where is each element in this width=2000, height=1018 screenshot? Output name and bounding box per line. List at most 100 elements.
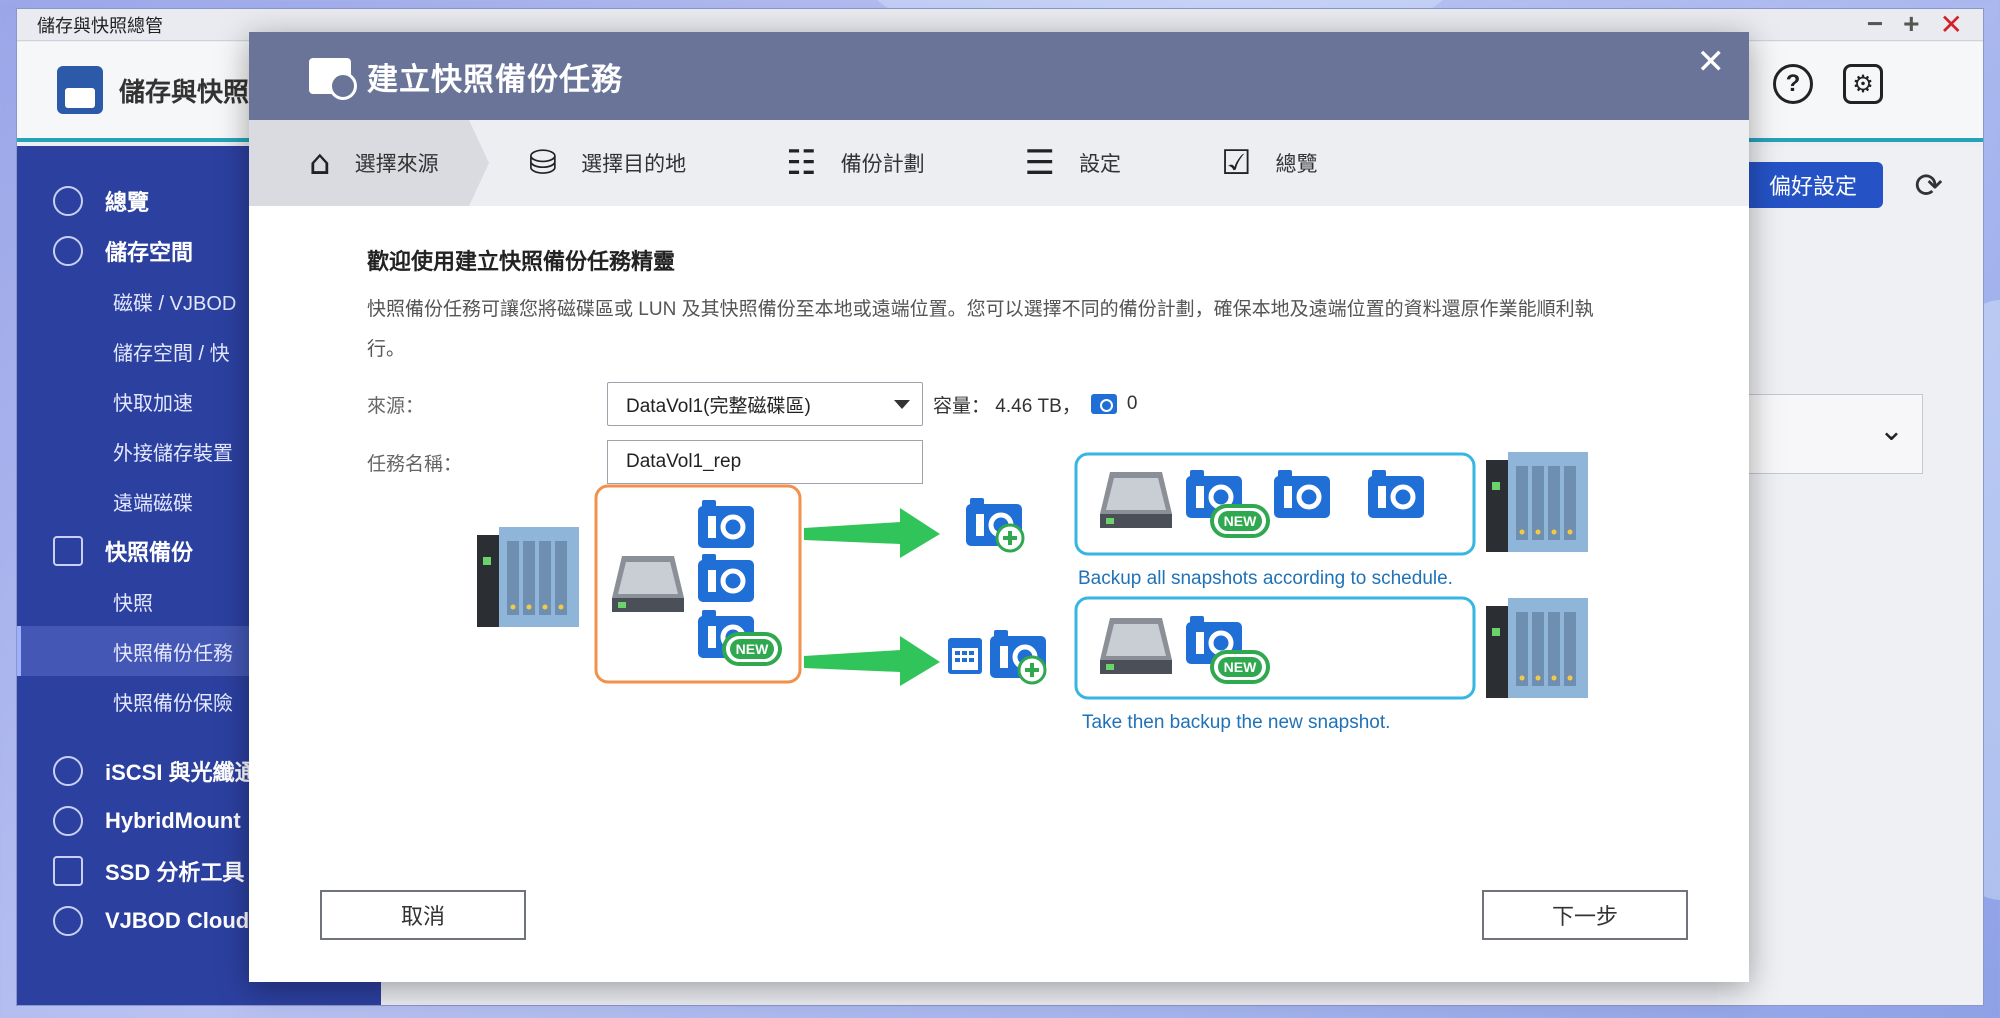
sidebar-sub-item[interactable]: 儲存空間 / 快 bbox=[113, 342, 230, 365]
schedule-list-icon: ☷ bbox=[786, 143, 817, 183]
storage-icon bbox=[53, 236, 83, 266]
sidebar-item-label: 總覽 bbox=[105, 190, 150, 215]
step-select-source: ⌂ 選擇來源 bbox=[249, 120, 489, 206]
source-nas-icon bbox=[477, 527, 579, 627]
new-badge-text: NEW bbox=[1224, 659, 1257, 675]
caret-down-icon bbox=[894, 399, 910, 409]
preferences-button[interactable]: 偏好設定 bbox=[1743, 162, 1883, 208]
dashboard-icon bbox=[53, 186, 83, 216]
chevron-down-icon: ⌄ bbox=[1878, 414, 1904, 447]
maximize-icon[interactable]: + bbox=[1903, 8, 1920, 39]
destination-volume-icon bbox=[1100, 618, 1172, 674]
caption-bottom: Take then backup the new snapshot. bbox=[1082, 712, 1390, 733]
vjbod-cloud-icon bbox=[53, 906, 83, 936]
snapshot-icon bbox=[698, 554, 754, 602]
gear-icon[interactable]: ⚙ bbox=[1843, 64, 1883, 104]
step-label: 總覽 bbox=[1275, 153, 1318, 176]
add-circle-icon bbox=[995, 523, 1025, 553]
step-settings: ☰ 設定 bbox=[965, 120, 1161, 206]
sidebar-item-label: VJBOD Cloud bbox=[105, 908, 250, 933]
snapshot-icon bbox=[53, 536, 83, 566]
destination-nas-icon bbox=[1486, 452, 1588, 552]
sidebar-sub-item[interactable]: 外接儲存裝置 bbox=[113, 442, 233, 465]
new-badge-text: NEW bbox=[736, 641, 769, 657]
sidebar-item-vjbod-cloud[interactable]: VJBOD Cloud bbox=[17, 896, 381, 946]
step-label: 選擇目的地 bbox=[581, 153, 687, 176]
sidebar-item-label: SSD 分析工具 bbox=[105, 860, 245, 885]
modal-title: 建立快照備份任務 bbox=[367, 61, 623, 97]
sidebar-sub-item[interactable]: 遠端磁碟 bbox=[113, 492, 193, 515]
close-icon[interactable]: ✕ bbox=[1696, 43, 1726, 81]
arrow-top-icon bbox=[804, 508, 940, 558]
step-summary: ☑ 總覽 bbox=[1161, 120, 1357, 206]
snapshot-backup-icon bbox=[309, 58, 357, 100]
content-panel: 偏好設定 ⟳ ⌄ bbox=[1713, 146, 1983, 1005]
add-circle-icon bbox=[1017, 655, 1047, 685]
sidebar-sub-item[interactable]: 磁碟 / VJBOD bbox=[113, 292, 237, 315]
snapshot-icon bbox=[1274, 470, 1330, 518]
sidebar-item-iscsi[interactable]: iSCSI 與光纖通 bbox=[17, 746, 381, 796]
help-icon[interactable]: ? bbox=[1773, 64, 1813, 104]
window-controls: − + ✕ bbox=[1867, 8, 1963, 41]
task-name-row: 任務名稱： DataVol1_rep bbox=[367, 440, 1609, 484]
step-label: 選擇來源 bbox=[354, 153, 439, 176]
welcome-description: 快照備份任務可讓您將磁碟區或 LUN 及其快照備份至本地或遠端位置。您可以選擇不… bbox=[367, 299, 1594, 360]
source-volume-icon bbox=[612, 556, 684, 612]
cloud-mount-icon bbox=[53, 806, 83, 836]
step-label: 備份計劃 bbox=[840, 153, 925, 176]
sidebar-item-label: iSCSI 與光纖通 bbox=[105, 760, 257, 785]
new-badge-text: NEW bbox=[1224, 513, 1257, 529]
sidebar-item-snapshot[interactable]: 快照備份 bbox=[17, 526, 381, 576]
step-label: 設定 bbox=[1079, 153, 1122, 176]
source-select[interactable]: DataVol1(完整磁碟區) bbox=[607, 382, 923, 426]
window-title: 儲存與快照總管 bbox=[37, 15, 163, 36]
cancel-button[interactable]: 取消 bbox=[320, 890, 526, 940]
step-select-destination: ⛁ 選擇目的地 bbox=[469, 120, 727, 206]
sidebar-sub-item[interactable]: 快照 bbox=[113, 592, 153, 615]
modal-header: 建立快照備份任務 ✕ bbox=[249, 32, 1749, 120]
source-value: DataVol1(完整磁碟區) bbox=[626, 395, 811, 417]
sidebar-item-hybridmount[interactable]: HybridMount bbox=[17, 796, 381, 846]
arrow-bottom-icon bbox=[804, 636, 940, 686]
backup-diagram: NEW NEW Backup all snapshots according t… bbox=[477, 452, 1588, 733]
snapshot-count: 0 bbox=[1126, 393, 1138, 414]
snapshot-icon bbox=[1368, 470, 1424, 518]
sidebar-item-label: 儲存空間 bbox=[105, 240, 194, 265]
source-row: 來源： DataVol1(完整磁碟區) 容量： 4.46 TB， 0 bbox=[367, 382, 1609, 426]
minimize-icon[interactable]: − bbox=[1866, 8, 1884, 39]
modal-body: 歡迎使用建立快照備份任務精靈 快照備份任務可讓您將磁碟區或 LUN 及其快照備份… bbox=[249, 206, 1749, 484]
ssd-icon bbox=[53, 856, 83, 886]
sidebar-item-label: HybridMount bbox=[105, 808, 241, 833]
calendar-icon bbox=[948, 638, 982, 674]
wizard-steps: ⌂ 選擇來源 ⛁ 選擇目的地 ☷ 備份計劃 ☰ 設定 ☑ 總覽 bbox=[249, 120, 1749, 206]
next-button[interactable]: 下一步 bbox=[1482, 890, 1688, 940]
clipboard-icon: ☑ bbox=[1221, 143, 1252, 183]
drive-icon: ⌂ bbox=[309, 143, 331, 183]
source-label: 來源： bbox=[367, 395, 425, 417]
destination-nas-icon bbox=[1486, 598, 1588, 698]
welcome-title: 歡迎使用建立快照備份任務精靈 bbox=[367, 249, 676, 274]
list-icon: ☰ bbox=[1024, 143, 1056, 183]
app-logo-icon bbox=[57, 66, 103, 114]
destination-volume-icon bbox=[1100, 472, 1172, 528]
sidebar-item-storage[interactable]: 儲存空間 bbox=[17, 226, 381, 276]
cylinder-icon: ⛁ bbox=[528, 143, 558, 183]
destination-box-top bbox=[1074, 452, 1476, 556]
task-name-label: 任務名稱： bbox=[367, 453, 463, 475]
step-backup-plan: ☷ 備份計劃 bbox=[726, 120, 964, 206]
capacity-text: 容量： 4.46 TB， bbox=[933, 395, 1081, 417]
sidebar-item-label: 快照備份 bbox=[105, 540, 194, 565]
caption-top: Backup all snapshots according to schedu… bbox=[1078, 568, 1453, 589]
sidebar-sub-item[interactable]: 快照備份保險 bbox=[113, 692, 233, 715]
sidebar-item-overview[interactable]: 總覽 bbox=[17, 176, 381, 226]
sidebar-sub-item[interactable]: 快取加速 bbox=[113, 392, 193, 415]
close-icon[interactable]: ✕ bbox=[1939, 9, 1963, 40]
task-name-input[interactable]: DataVol1_rep bbox=[607, 440, 923, 484]
sidebar-item-ssd[interactable]: SSD 分析工具 bbox=[17, 846, 381, 896]
source-box bbox=[594, 484, 802, 684]
snapshot-icon bbox=[698, 500, 754, 548]
refresh-icon[interactable]: ⟳ bbox=[1914, 167, 1944, 205]
destination-box-bottom bbox=[1074, 596, 1476, 700]
iscsi-icon bbox=[53, 756, 83, 786]
capacity-info: 容量： 4.46 TB， 0 bbox=[933, 391, 1137, 418]
